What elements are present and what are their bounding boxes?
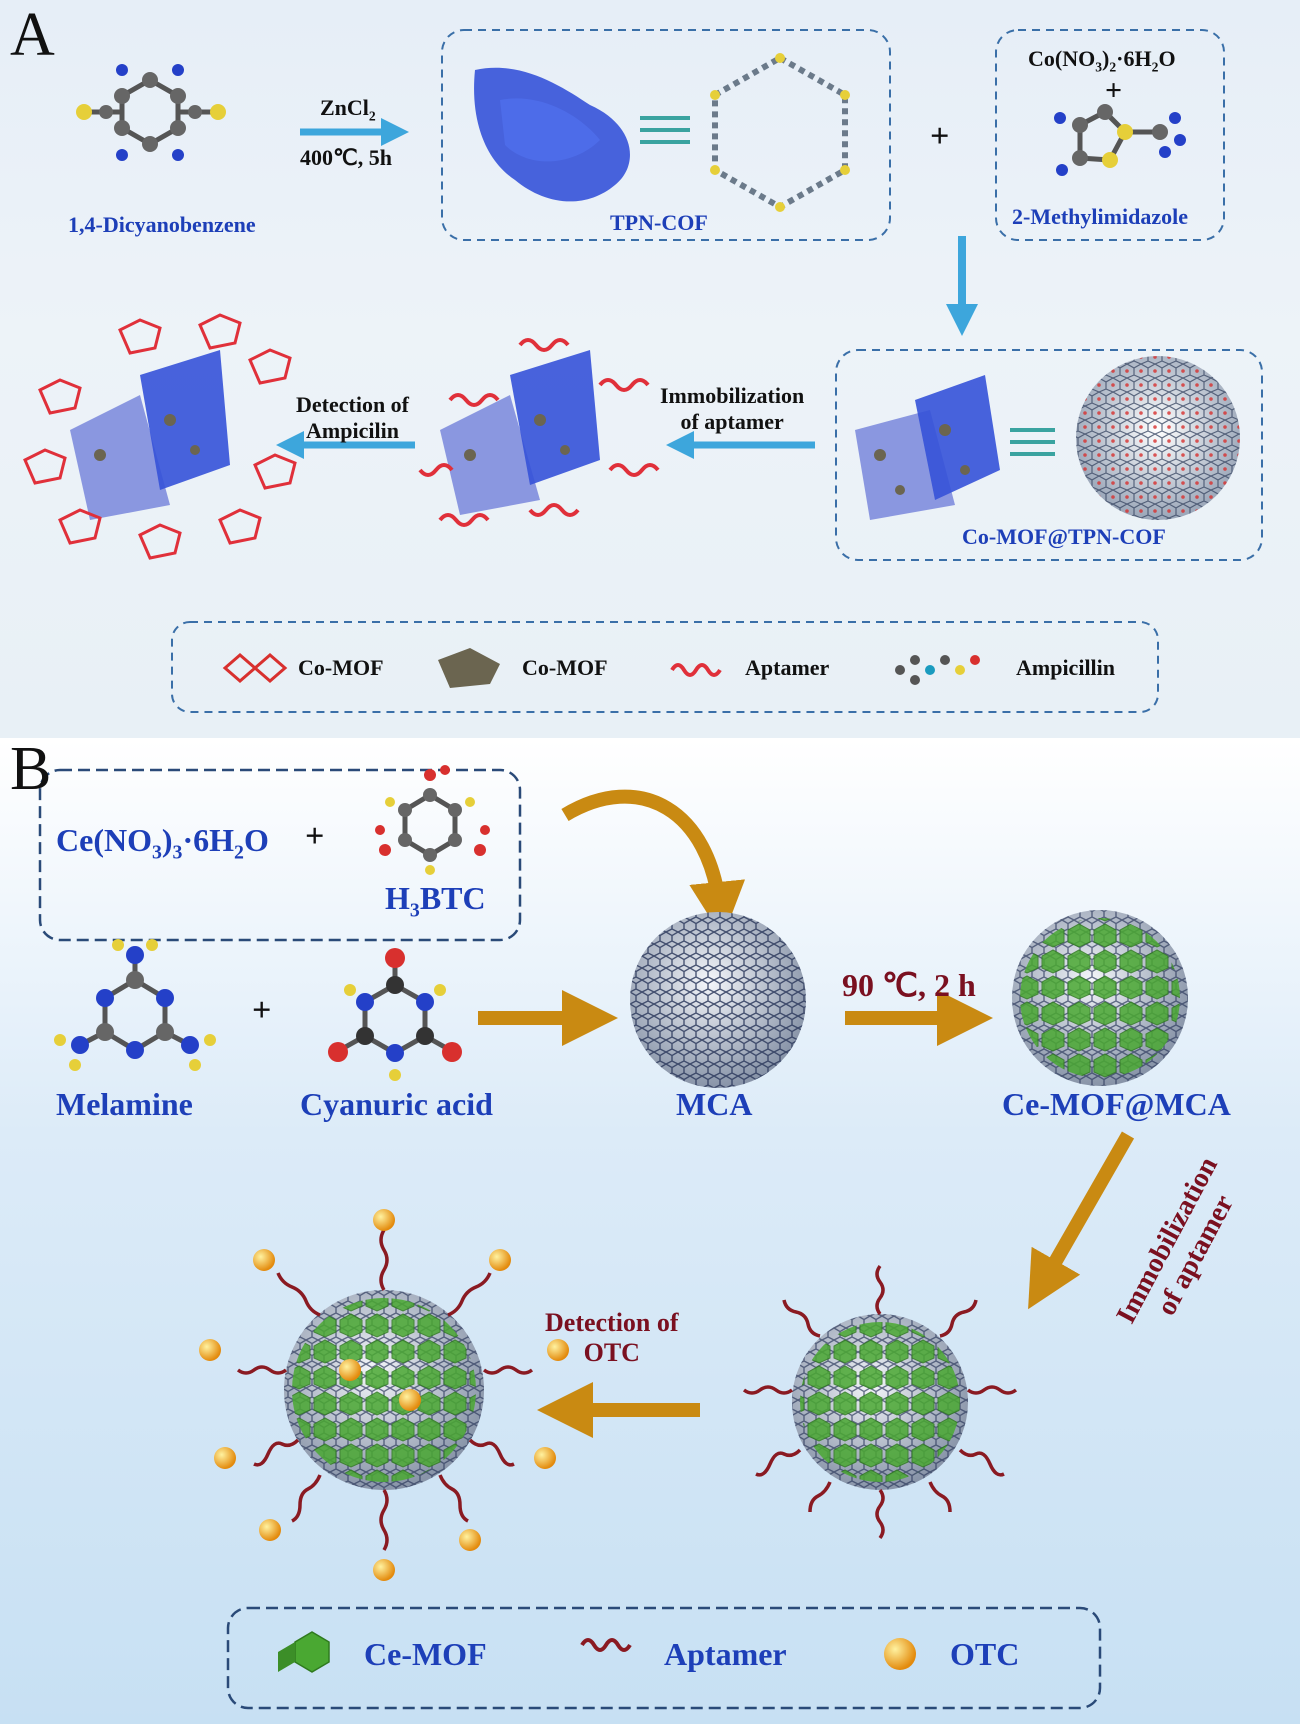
panel-label-b: B (10, 740, 52, 803)
aptamer-composite (418, 338, 660, 527)
legend-otc: OTC (950, 1636, 1020, 1672)
panel-b-graphics (38, 765, 1188, 1710)
otc-icon (884, 1638, 916, 1670)
heating-conditions-label: 90 ℃, 2 h (842, 967, 976, 1003)
composite-label-a: Co-MOF@TPN-COF (962, 524, 1166, 549)
plus-sign-a2: + (1105, 74, 1123, 107)
cobalt-salt-label: Co(NO3)2·6H2O (1028, 46, 1176, 75)
melamine-label: Melamine (56, 1086, 193, 1122)
methylimidazole-molecule (1054, 104, 1186, 176)
co-mof-crystal-icon (222, 653, 288, 683)
tpn-cof-label: TPN-COF (610, 210, 708, 235)
aptamer-sphere (742, 1264, 1018, 1540)
panel-a-graphics (23, 29, 1263, 713)
legend-ampicillin: Ampicillin (1016, 655, 1116, 680)
ce-mof-icon (278, 1631, 330, 1673)
curved-arrow (561, 789, 746, 938)
co-mof-particle-icon (438, 648, 500, 688)
dicyanobenzene-label: 1,4-Dicyanobenzene (68, 212, 256, 237)
legend-aptamer: Aptamer (745, 655, 830, 680)
plus-sign-a: + (930, 118, 950, 155)
panel-b: B Ce(NO3)3·6H2O + H3BTC Melamine + Cyanu… (0, 740, 1300, 1724)
legend-box-a (171, 621, 1159, 713)
reactant-box (995, 29, 1225, 241)
h3btc-molecule (375, 765, 490, 875)
equals-sign (640, 116, 690, 144)
cyanuric-acid-molecule (328, 948, 462, 1081)
legend-co-mof-crystal: Co-MOF (298, 655, 384, 680)
legend-ce-mof: Ce-MOF (364, 1636, 487, 1672)
legend-co-mof-particle: Co-MOF (522, 655, 608, 680)
reagent-label: ZnCl2 (320, 95, 376, 124)
plus-sign-b2: + (252, 992, 272, 1029)
conditions-label: 400℃, 5h (300, 145, 392, 170)
cyanuric-acid-label: Cyanuric acid (300, 1086, 493, 1122)
otc-sphere (199, 1209, 569, 1581)
legend-box-b (226, 1606, 1102, 1710)
methylimidazole-label: 2-Methylimidazole (1012, 204, 1188, 229)
legend-aptamer-b: Aptamer (664, 1636, 787, 1672)
aptamer-icon (670, 663, 722, 677)
dicyanobenzene-molecule (76, 64, 226, 161)
immobilization-arrow-b (1028, 1131, 1135, 1310)
tpn-cof-box (441, 29, 891, 241)
cerium-salt-label: Ce(NO3)3·6H2O (56, 822, 269, 864)
ampicillin-icon (895, 655, 980, 685)
cof-ring-structure (712, 54, 848, 211)
equals-sign-2 (1010, 428, 1055, 456)
composite-label-b: Ce-MOF@MCA (1002, 1086, 1231, 1122)
panel-label-a: A (10, 1, 55, 69)
aptamer-icon-b (580, 1638, 632, 1652)
plus-sign-b: + (305, 818, 325, 855)
cerium-box (38, 768, 522, 942)
co-mof-tpn-cof-sheet (915, 375, 1000, 500)
melamine-molecule (54, 939, 216, 1071)
h3btc-label: H3BTC (385, 880, 486, 922)
ampicillin-composite (23, 313, 297, 560)
mca-label: MCA (676, 1086, 753, 1122)
panel-a: A 1,4-Dicyanobenzene ZnCl2 400℃, 5h TPN-… (0, 0, 1300, 738)
